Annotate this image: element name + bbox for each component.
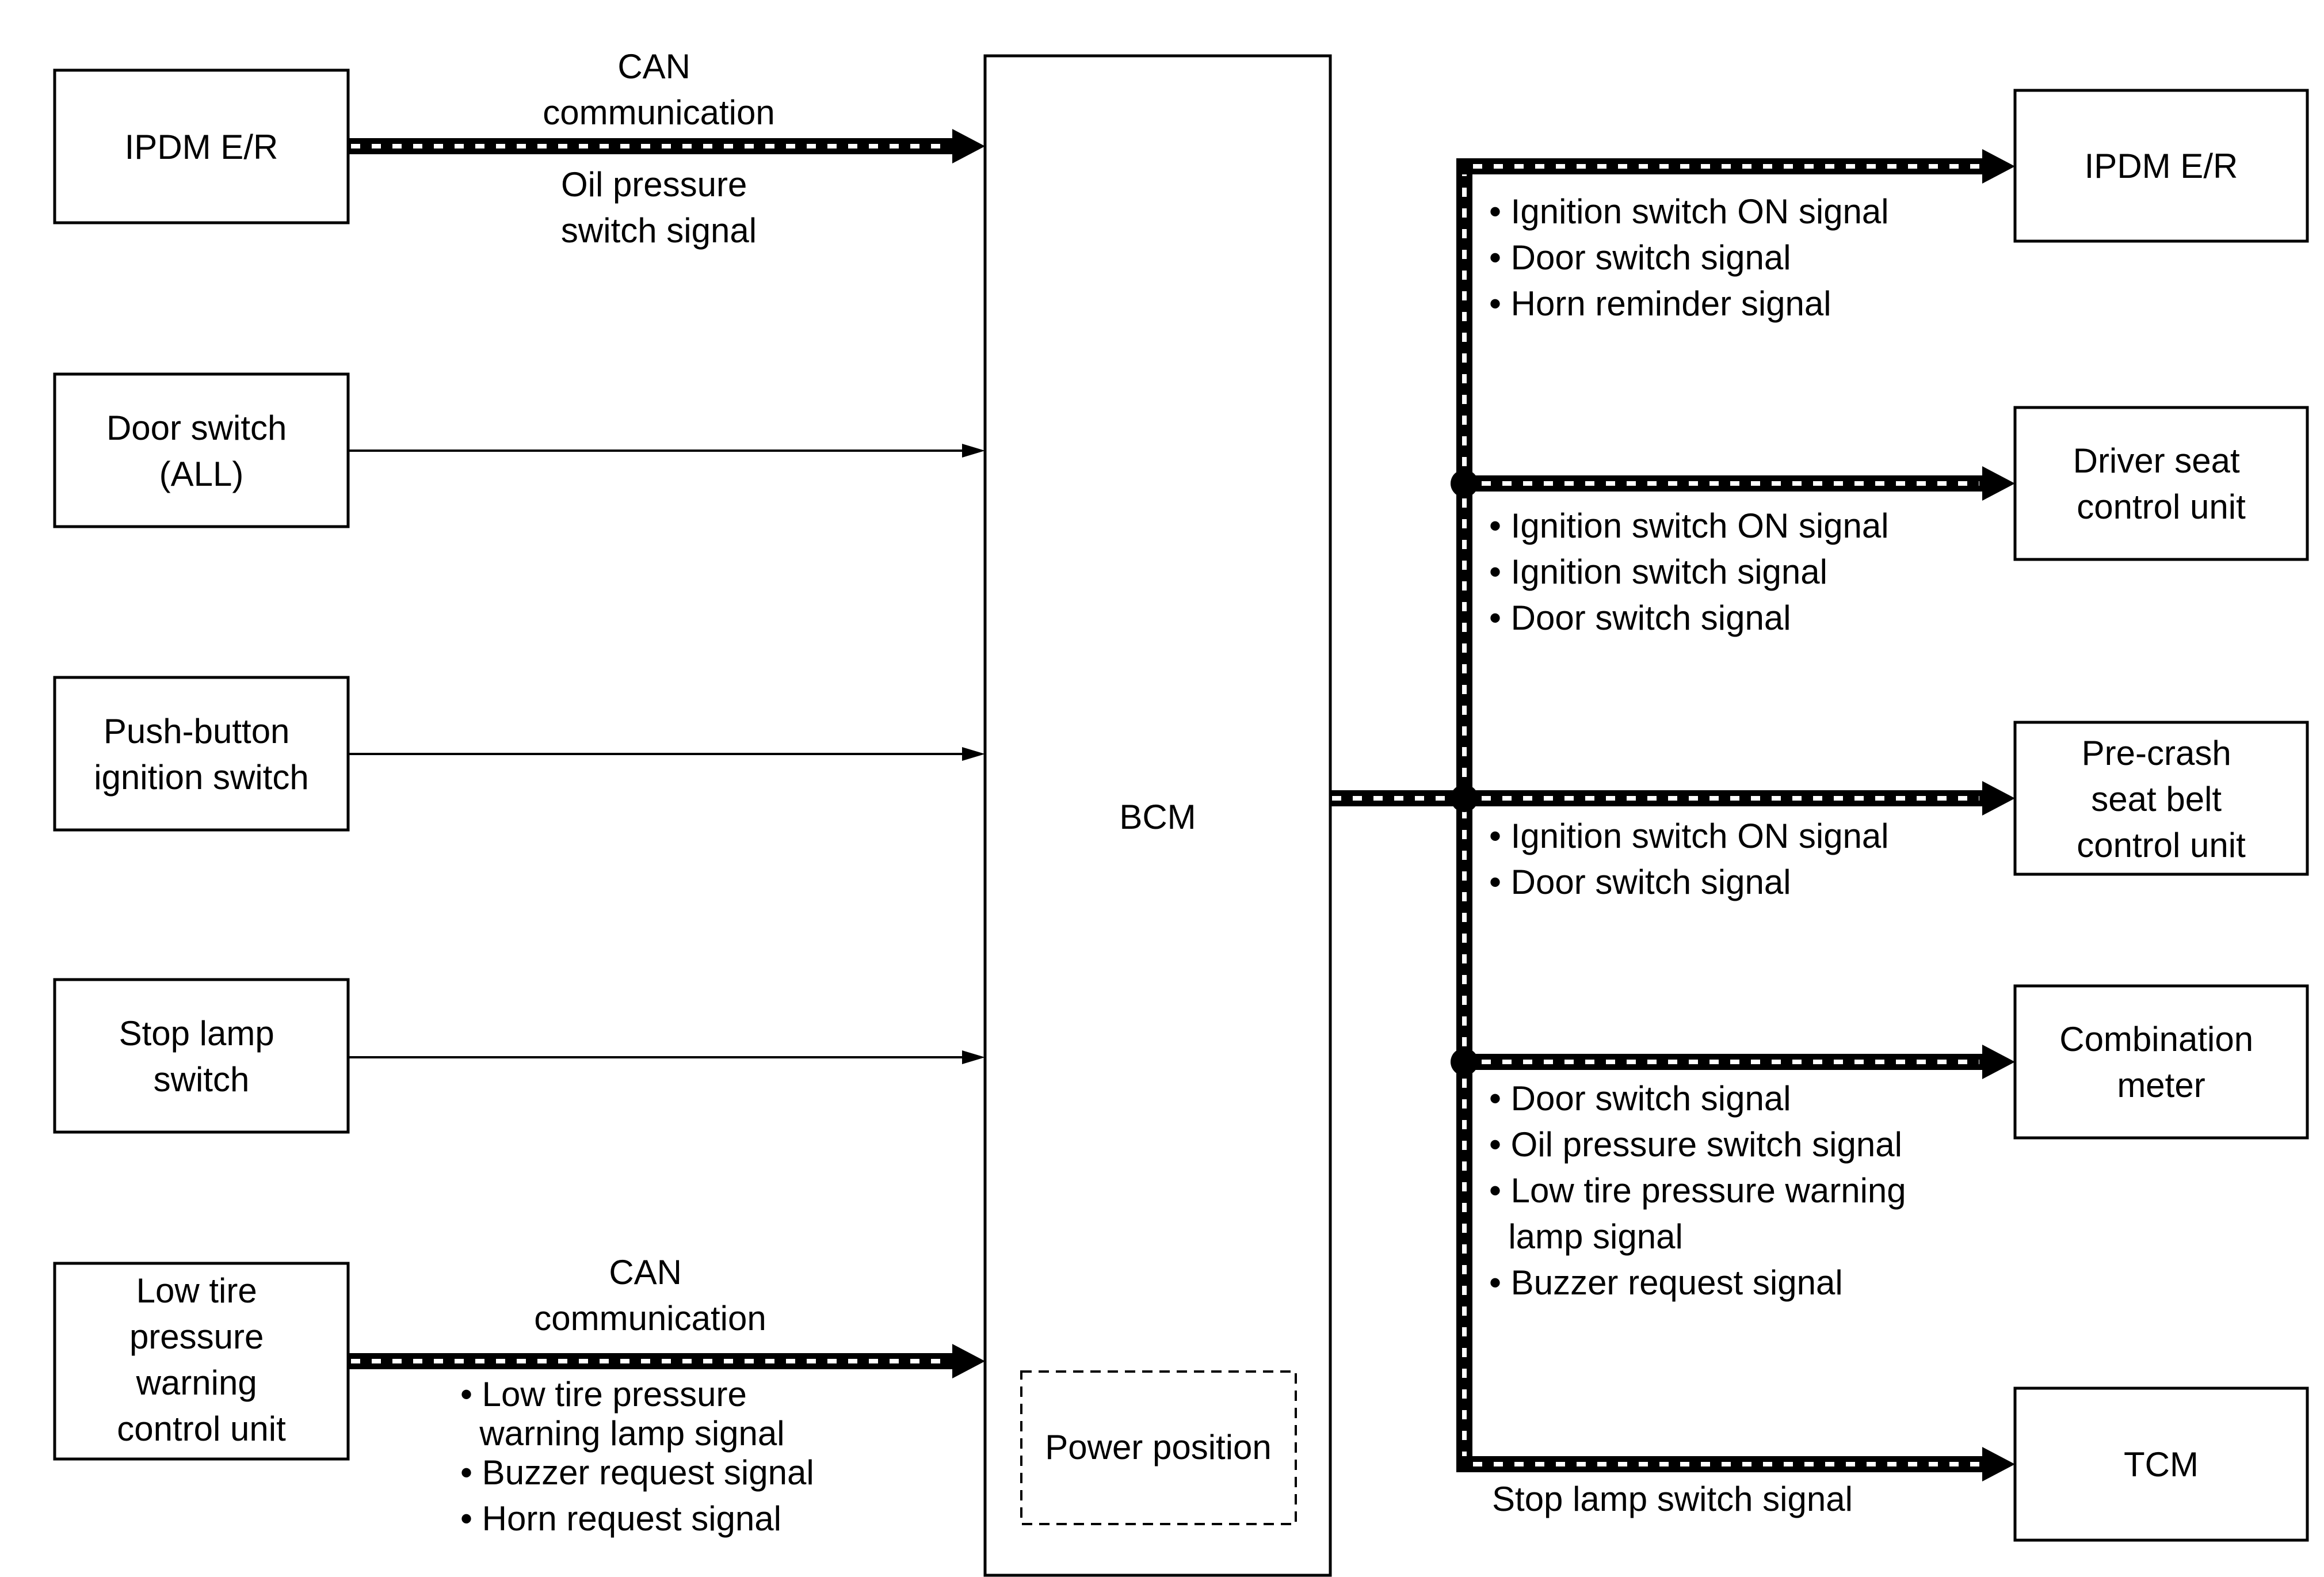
input-ipdm-er-label: IPDM E/R — [125, 128, 278, 166]
power-position-label: Power position — [1045, 1428, 1272, 1466]
can-arrowhead-driver-seat — [1982, 466, 2015, 501]
input-door-switch-label: Door switch (ALL) — [106, 409, 296, 493]
output-tcm-label: TCM — [2124, 1445, 2199, 1484]
junction-dot-combination-meter — [1451, 1048, 1478, 1076]
output-box-tcm — [2013, 1386, 2309, 1542]
push-button-arrowhead — [962, 747, 985, 761]
junction-dot-pre-crash — [1451, 784, 1478, 812]
output-box-ipdm-er — [2013, 89, 2309, 243]
input-push-button-label: Push-button ignition switch — [94, 712, 309, 797]
output-combination-meter-label: Combination meter — [2059, 1020, 2263, 1104]
ipdm-signal-label: Oil pressure switch signal — [561, 165, 757, 250]
input-box-ipdm-er — [53, 68, 350, 224]
tcm-signal-label: Stop lamp switch signal — [1492, 1480, 1853, 1518]
power-position-box — [1020, 1370, 1297, 1525]
driver-seat-signal-list: • Ignition switch ON signal • Ignition s… — [0, 0, 1937, 637]
input-box-low-tire-control-unit — [53, 1262, 350, 1461]
ipdm-can-label: CAN communication — [543, 47, 775, 132]
output-box-combination-meter — [2013, 984, 2309, 1140]
low-tire-can-label: CAN communication — [534, 1253, 766, 1338]
input-low-tire-label: Low tire pressure warning control unit — [117, 1271, 286, 1448]
can-arrowhead-combination-meter — [1982, 1045, 2015, 1079]
can-arrowhead-ipdm-in — [952, 129, 985, 163]
combination-meter-signal-list: • Door switch signal • Oil pressure swit… — [1489, 1079, 1906, 1302]
can-arrowhead-tcm — [1982, 1447, 2015, 1481]
can-arrowhead-pre-crash — [1982, 781, 2015, 816]
can-arrowhead-low-tire-in — [952, 1344, 985, 1378]
bcm-label: BCM — [1119, 798, 1196, 836]
input-stop-lamp-label: Stop lamp switch — [119, 1014, 284, 1099]
output-box-pre-crash — [2013, 721, 2309, 876]
can-lines — [348, 129, 2015, 1481]
door-switch-arrowhead — [962, 444, 985, 458]
low-tire-signal-list: • Low tire pressure warning lamp signal … — [0, 0, 862, 1538]
input-box-push-button-ignition — [53, 676, 350, 832]
stop-lamp-arrowhead — [962, 1050, 985, 1064]
output-driver-seat-label: Driver seat control unit — [2073, 441, 2250, 526]
input-box-door-switch — [53, 372, 350, 528]
bcm-box — [983, 54, 1332, 1577]
can-arrowhead-ipdm-er — [1982, 149, 2015, 184]
input-box-stop-lamp-switch — [53, 978, 350, 1134]
junction-dot-driver-seat — [1451, 470, 1478, 497]
output-ipdm-er-label: IPDM E/R — [2085, 147, 2238, 185]
ipdm-er-signal-list: • Ignition switch ON signal • Door switc… — [0, 0, 1937, 323]
output-pre-crash-label: Pre-crash seat belt control unit — [2077, 734, 2246, 864]
pre-crash-signal-list: • Ignition switch ON signal • Door switc… — [0, 0, 1937, 901]
hardwired-lines — [348, 444, 985, 1064]
output-box-driver-seat — [2013, 406, 2309, 561]
